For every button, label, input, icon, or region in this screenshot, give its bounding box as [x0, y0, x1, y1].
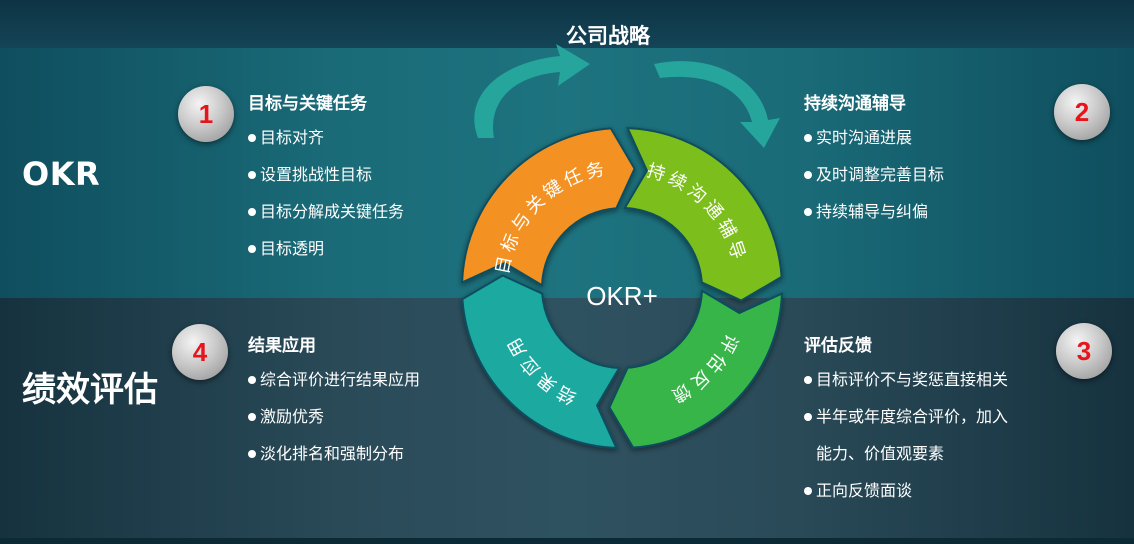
- segment-feedback: [608, 289, 783, 449]
- bullet-text: 淡化排名和强制分布: [260, 444, 405, 463]
- bullet-item: 持续辅导与纠偏: [804, 202, 944, 222]
- cycle-center-label: OKR+: [586, 281, 658, 311]
- bullet-text: 目标透明: [260, 239, 325, 258]
- bullet-item: 综合评价进行结果应用: [248, 370, 420, 390]
- performance-row-label: 绩效评估: [22, 370, 158, 410]
- bullet-text-continued: 能力、价值观要素: [816, 444, 945, 463]
- bullet-item: 设置挑战性目标: [248, 165, 404, 185]
- bullet-item: 目标透明: [248, 239, 404, 259]
- bullet-dot: [804, 412, 812, 421]
- segment-label-char: 务: [584, 159, 606, 184]
- segment-label-char: 持: [644, 160, 667, 185]
- bullet-dot: [248, 412, 256, 421]
- step-badge-2: 2: [1054, 84, 1110, 140]
- segment-application: [461, 274, 621, 449]
- bullet-dot: [804, 133, 812, 142]
- strategy-arrow-left: [474, 44, 590, 138]
- bullet-text: 及时调整完善目标: [816, 165, 945, 184]
- bullet-dot: [248, 244, 256, 253]
- bullet-dot: [248, 375, 256, 384]
- bottom-band: [0, 538, 1134, 544]
- bullet-dot: [804, 375, 812, 384]
- bullet-text: 综合评价进行结果应用: [260, 370, 421, 389]
- bullet-item: 目标对齐: [248, 128, 404, 148]
- bullet-item: 实时沟通进展: [804, 128, 944, 148]
- step-badge-3: 3: [1056, 323, 1112, 379]
- bullet-text: 激励优秀: [260, 407, 325, 426]
- bullet-item: 及时调整完善目标: [804, 165, 944, 185]
- bullet-dot: [248, 207, 256, 216]
- block-list: 目标对齐设置挑战性目标目标分解成关键任务目标透明: [248, 128, 404, 259]
- block-goals: 目标与关键任务 目标对齐设置挑战性目标目标分解成关键任务目标透明: [248, 89, 404, 276]
- bullet-text: 正向反馈面谈: [816, 481, 913, 500]
- segment-label-char: 导: [723, 238, 749, 262]
- bullet-dot: [804, 207, 812, 216]
- bullet-text: 目标对齐: [260, 128, 325, 147]
- bullet-text: 设置挑战性目标: [260, 165, 373, 184]
- segment-label-char: 目: [492, 254, 516, 276]
- step-badge-4: 4: [172, 324, 228, 380]
- block-list: 目标评价不与奖惩直接相关半年或年度综合评价，加入能力、价值观要素正向反馈面谈: [804, 370, 1008, 501]
- bullet-text: 半年或年度综合评价，加入: [816, 407, 1009, 426]
- bullet-item: 目标分解成关键任务: [248, 202, 404, 222]
- bullet-item: 激励优秀: [248, 407, 420, 427]
- block-list: 综合评价进行结果应用激励优秀淡化排名和强制分布: [248, 370, 420, 464]
- bullet-dot: [248, 133, 256, 142]
- bullet-text: 目标评价不与奖惩直接相关: [816, 370, 1009, 389]
- top-band: [0, 0, 1134, 48]
- block-list: 实时沟通进展及时调整完善目标持续辅导与纠偏: [804, 128, 944, 222]
- strategy-title: 公司战略: [566, 24, 650, 48]
- bullet-item: 正向反馈面谈: [804, 481, 1008, 501]
- bullet-text: 目标分解成关键任务: [260, 202, 405, 221]
- segment-goals: [461, 127, 636, 287]
- block-heading: 持续沟通辅导: [804, 94, 906, 114]
- block-application: 结果应用 综合评价进行结果应用激励优秀淡化排名和强制分布: [248, 331, 420, 481]
- bullet-item: 半年或年度综合评价，加入能力、价值观要素: [804, 407, 1008, 464]
- block-heading: 结果应用: [248, 336, 316, 356]
- okr-row-label: OKR: [22, 155, 101, 193]
- bullet-dot: [248, 449, 256, 458]
- block-heading: 评估反馈: [804, 336, 872, 356]
- bullet-dot: [804, 170, 812, 179]
- block-feedback: 评估反馈 目标评价不与奖惩直接相关半年或年度综合评价，加入能力、价值观要素正向反…: [804, 331, 1008, 518]
- bullet-dot: [248, 170, 256, 179]
- block-coaching: 持续沟通辅导 实时沟通进展及时调整完善目标持续辅导与纠偏: [804, 89, 944, 239]
- bullet-text: 持续辅导与纠偏: [816, 202, 929, 221]
- strategy-arrow-right: [654, 61, 780, 149]
- bullet-dot: [804, 486, 812, 495]
- bullet-text: 实时沟通进展: [816, 128, 913, 147]
- bullet-item: 淡化排名和强制分布: [248, 444, 420, 464]
- block-heading: 目标与关键任务: [248, 94, 367, 114]
- segment-coaching: [623, 127, 783, 302]
- bullet-item: 目标评价不与奖惩直接相关: [804, 370, 1008, 390]
- step-badge-1: 1: [178, 86, 234, 142]
